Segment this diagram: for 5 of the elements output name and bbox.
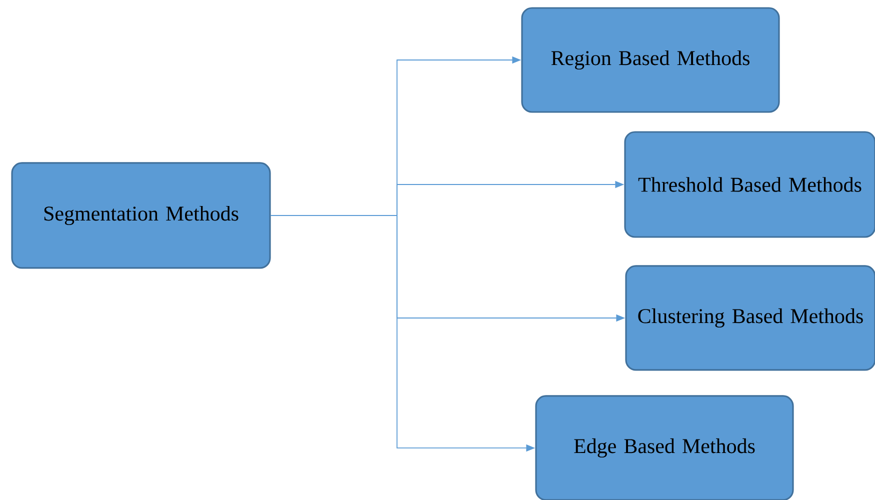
- process-box: Segmentation Methods: [11, 162, 271, 269]
- process-box: Clustering Based Methods: [625, 265, 875, 371]
- process-box: Region Based Methods: [521, 7, 780, 113]
- process-box: Threshold Based Methods: [624, 131, 875, 238]
- process-box: Edge Based Methods: [535, 395, 794, 500]
